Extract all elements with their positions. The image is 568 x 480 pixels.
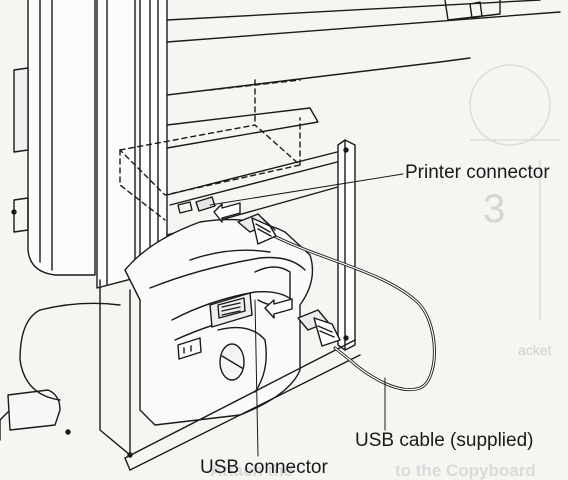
- leader-usb-connector: [254, 299, 259, 457]
- usb-connector-label: USB connector: [200, 457, 328, 478]
- frame-columns: [96, 0, 168, 289]
- printer-connector-socket: [177, 196, 216, 214]
- stand-base: [0, 209, 361, 471]
- usb-cable-label: USB cable (supplied): [355, 430, 534, 451]
- arrow-to-printer-connector-icon: [213, 202, 241, 223]
- bleed-bottom-heading: Attach the: [210, 461, 293, 480]
- bleed-bottom-heading-right: to the Copyboard: [395, 461, 536, 480]
- printer-usb-port: [177, 292, 253, 360]
- bleed-through: 3 acket Attach the to the Copyboard: [210, 64, 560, 480]
- bleed-circle-icon: [469, 64, 551, 146]
- arrow-to-usb-connector-icon: [264, 298, 293, 319]
- cable-plug-lower: [297, 309, 341, 347]
- right-stand-post: [337, 139, 356, 351]
- board-top-tray: [166, 0, 561, 149]
- bleed-side-text: acket: [518, 342, 552, 358]
- leader-printer-connector: [209, 173, 404, 206]
- cable-plug-upper: [237, 213, 277, 245]
- left-stand-pole: [13, 0, 96, 276]
- dashed-shelf-outline: [119, 79, 301, 221]
- bleed-numeral: 3: [483, 187, 505, 231]
- printer-connector-label: Printer connector: [405, 162, 550, 183]
